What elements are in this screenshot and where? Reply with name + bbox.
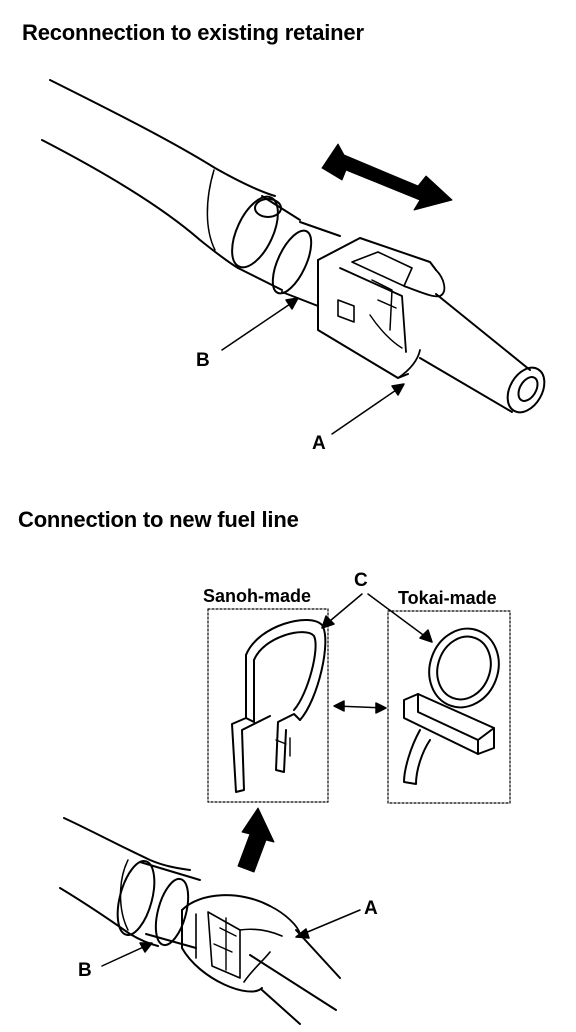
label-sanoh-made: Sanoh-made xyxy=(203,586,312,606)
double-arrow-upper xyxy=(321,143,453,211)
connector-body-lower xyxy=(181,894,301,993)
tokai-retainer-clip xyxy=(403,627,500,785)
tokai-retainer-box xyxy=(387,610,511,804)
nipple-fitting-upper xyxy=(231,195,313,295)
pipe-lower xyxy=(249,929,341,1025)
interchange-arrow xyxy=(333,700,387,714)
label-c: C xyxy=(354,570,368,591)
leader-lines-lower xyxy=(101,909,361,967)
leader-lines-c xyxy=(321,593,433,643)
label-tokai-made: Tokai-made xyxy=(398,588,497,608)
pipe-upper xyxy=(419,293,546,414)
connector-body-upper xyxy=(281,221,446,379)
label-a-lower: A xyxy=(364,898,378,919)
leader-lines-upper xyxy=(221,297,405,435)
nipple-fitting-lower xyxy=(116,860,201,949)
up-arrow-lower xyxy=(237,807,275,873)
connection-heading: Connection to new fuel line xyxy=(18,507,299,532)
reconnection-heading: Reconnection to existing retainer xyxy=(22,20,364,45)
sanoh-retainer-box xyxy=(207,608,329,803)
sanoh-retainer-clip xyxy=(231,618,327,793)
label-b-upper: B xyxy=(196,350,210,371)
label-b-lower: B xyxy=(78,960,92,981)
label-a-upper: A xyxy=(312,433,326,454)
hose-upper xyxy=(41,79,276,269)
